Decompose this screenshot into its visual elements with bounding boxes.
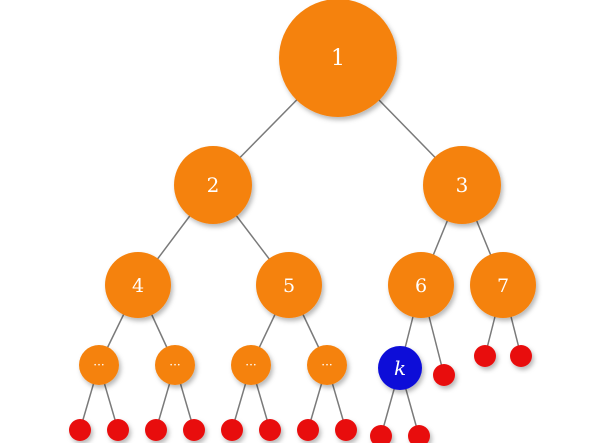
ellipsis-node-2-label: ··· <box>169 358 180 372</box>
node-6: 6 <box>388 252 454 318</box>
internal-nodes: 1 2 3 4 5 6 7 <box>105 0 536 318</box>
edges <box>79 57 522 437</box>
ellipsis-node-3-label: ··· <box>245 358 256 372</box>
ellipsis-node-3: ··· <box>231 345 271 385</box>
ellipsis-node-2: ··· <box>155 345 195 385</box>
leaf-node <box>510 345 532 367</box>
leaf-node <box>433 364 455 386</box>
node-1-label: 1 <box>331 46 345 71</box>
leaf-node <box>474 345 496 367</box>
node-4-label: 4 <box>132 275 144 297</box>
node-k-circle <box>378 346 422 390</box>
ellipsis-node-2-circle <box>155 345 195 385</box>
ellipsis-node-4-circle <box>307 345 347 385</box>
node-1: 1 <box>279 0 397 117</box>
node-5-circle <box>256 252 322 318</box>
ellipsis-node-4-label: ··· <box>321 358 332 372</box>
node-5-label: 5 <box>283 275 295 297</box>
node-3-label: 3 <box>456 173 469 197</box>
ellipsis-node-1-circle <box>79 345 119 385</box>
leaf-node <box>221 419 243 441</box>
highlighted-node-k: k <box>378 346 422 390</box>
node-2: 2 <box>174 146 252 224</box>
node-4-circle <box>105 252 171 318</box>
ellipsis-node-4: ··· <box>307 345 347 385</box>
node-3: 3 <box>423 146 501 224</box>
leaf-node <box>408 425 430 443</box>
node-4: 4 <box>105 252 171 318</box>
leaf-node <box>335 419 357 441</box>
node-6-circle <box>388 252 454 318</box>
leaf-node <box>370 425 392 443</box>
node-7: 7 <box>470 252 536 318</box>
ellipsis-node-3-circle <box>231 345 271 385</box>
node-7-label: 7 <box>497 275 509 297</box>
node-6-label: 6 <box>415 275 427 297</box>
ellipsis-node-1-label: ··· <box>93 358 104 372</box>
node-3-circle <box>423 146 501 224</box>
ellipsis-nodes: ··· ··· ··· ··· <box>79 345 347 385</box>
node-k-label: k <box>394 356 406 380</box>
node-1-circle <box>279 0 397 117</box>
leaf-nodes <box>69 345 532 443</box>
leaf-node <box>107 419 129 441</box>
leaf-node <box>259 419 281 441</box>
node-7-circle <box>470 252 536 318</box>
ellipsis-node-1: ··· <box>79 345 119 385</box>
node-2-label: 2 <box>207 173 220 197</box>
leaf-node <box>145 419 167 441</box>
node-2-circle <box>174 146 252 224</box>
leaf-node <box>69 419 91 441</box>
leaf-node <box>183 419 205 441</box>
leaf-node <box>297 419 319 441</box>
node-5: 5 <box>256 252 322 318</box>
